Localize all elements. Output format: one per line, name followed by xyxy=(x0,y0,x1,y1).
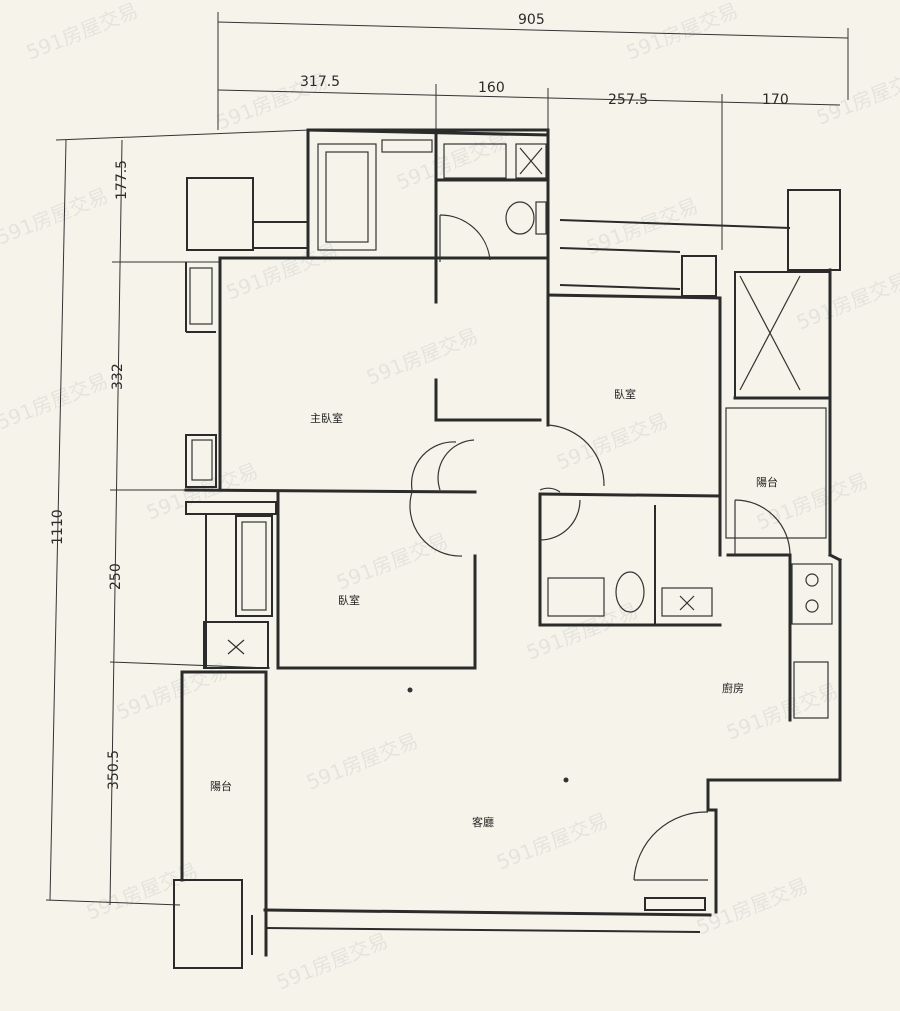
toilet-icon xyxy=(615,571,645,613)
sink-icon xyxy=(547,577,605,617)
dim-left-segment-4: 350.5 xyxy=(106,750,122,790)
watermark: 591房屋交易 xyxy=(273,928,392,995)
watermark: 591房屋交易 xyxy=(493,808,612,875)
room-living-room: 客廳 xyxy=(472,815,494,829)
dim-top-segment-1: 317.5 xyxy=(300,74,340,90)
room-bedroom-left: 臥室 xyxy=(338,593,360,607)
room-kitchen: 廚房 xyxy=(722,681,744,695)
dim-top-segment-4: 170 xyxy=(762,92,789,108)
room-balcony-right: 陽台 xyxy=(756,475,778,489)
kitchen-sink-icon xyxy=(793,661,829,719)
fixtures xyxy=(189,139,833,783)
watermark: 591房屋交易 xyxy=(83,858,202,925)
watermark: 591房屋交易 xyxy=(693,873,812,940)
sink-icon xyxy=(443,143,507,179)
watermark: 591房屋交易 xyxy=(303,728,422,795)
walls xyxy=(173,128,843,969)
bathtub-icon xyxy=(317,143,377,251)
watermark: 591房屋交易 xyxy=(23,0,142,65)
watermark: 591房屋交易 xyxy=(0,183,111,250)
dim-left-segment-2: 332 xyxy=(110,363,126,390)
sink-icon xyxy=(661,587,713,617)
room-balcony-left: 陽台 xyxy=(210,779,232,793)
watermark: 591房屋交易 xyxy=(553,408,672,475)
dim-top-segment-2: 160 xyxy=(478,80,505,96)
dimension-lines xyxy=(45,12,849,906)
toilet-icon xyxy=(505,201,535,235)
watermark: 591房屋交易 xyxy=(393,128,512,195)
dim-top-segment-3: 257.5 xyxy=(608,92,648,108)
wardrobe-icon xyxy=(189,267,213,325)
watermark: 591房屋交易 xyxy=(793,268,900,335)
room-bedroom-right: 臥室 xyxy=(614,387,636,401)
dim-left-segment-3: 250 xyxy=(108,563,124,590)
watermark: 591房屋交易 xyxy=(813,63,900,130)
watermark: 591房屋交易 xyxy=(0,368,111,435)
doors xyxy=(409,214,791,881)
stove-icon xyxy=(791,563,833,625)
dim-left-segment-1: 177.5 xyxy=(114,160,130,200)
watermark: 591房屋交易 xyxy=(333,528,452,595)
watermark: 591房屋交易 xyxy=(363,323,482,390)
dimension-labels: 905 317.5 160 257.5 170 1110 177.5 332 2… xyxy=(50,12,789,790)
dim-left-total: 1110 xyxy=(50,509,66,545)
dim-top-total: 905 xyxy=(518,12,545,28)
room-master-bedroom: 主臥室 xyxy=(310,411,343,425)
room-labels: 主臥室 臥室 臥室 陽台 陽台 廚房 客廳 xyxy=(210,387,778,829)
